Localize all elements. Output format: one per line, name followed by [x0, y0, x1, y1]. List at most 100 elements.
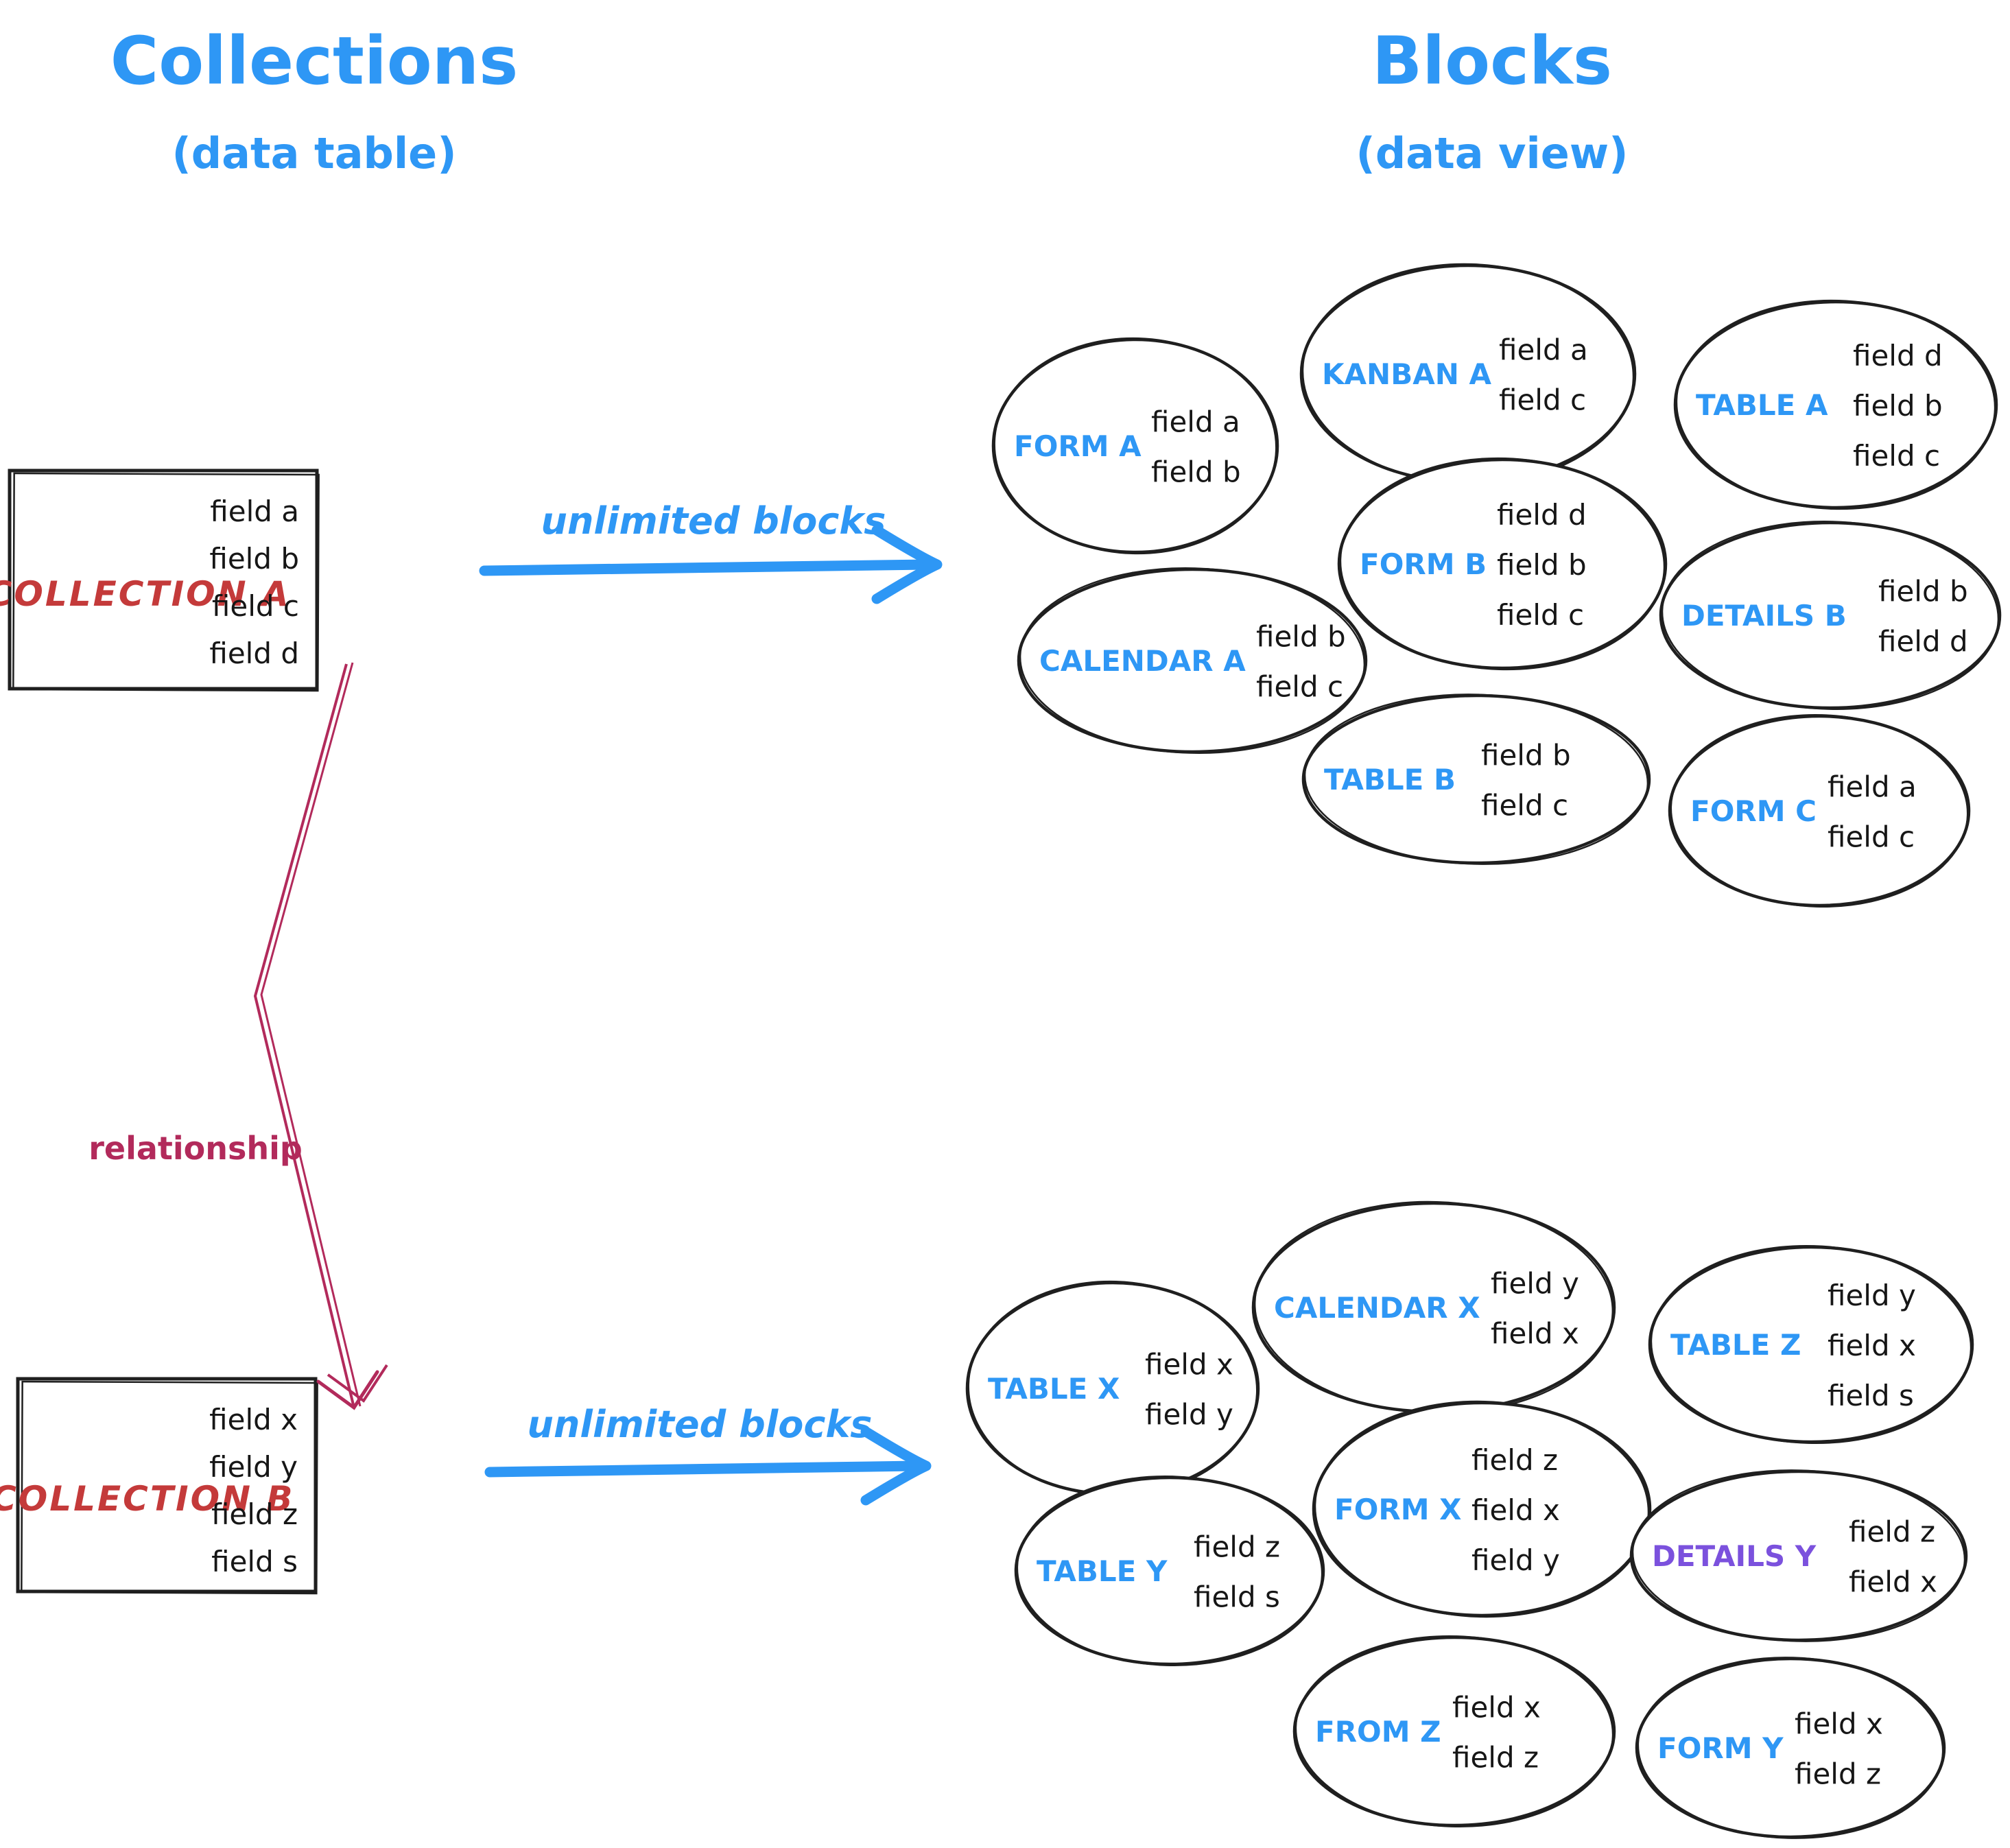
block-ellipse-sketch-stroke [1303, 694, 1649, 865]
block-field: field s [1828, 1379, 1914, 1412]
collection-box-sketch-stroke [12, 472, 320, 692]
block-field: field a [1151, 405, 1240, 439]
arrow-label: unlimited blocks [528, 1403, 873, 1446]
block-ellipse [1629, 1469, 1968, 1642]
block-ellipse [1292, 1635, 1616, 1827]
blocks-title: Blocks [1372, 23, 1612, 99]
block-field: field c [1481, 789, 1568, 822]
block-field: field x [1452, 1691, 1541, 1725]
block-ellipse-group: CALENDAR X field y field x [1251, 1200, 1616, 1414]
relationship-arrow: relationship [88, 662, 388, 1410]
block-ellipse-sketch-stroke [1637, 1657, 1944, 1839]
block-field: field b [1151, 455, 1241, 489]
block-label: TABLE B [1324, 763, 1456, 796]
block-field: field x [1471, 1493, 1560, 1527]
block-ellipse [1648, 1245, 1974, 1444]
block-label: TABLE Y [1037, 1554, 1168, 1588]
block-field: field c [1256, 670, 1343, 704]
block-label: DETAILS B [1681, 599, 1847, 632]
relationship-arrow-head [316, 1370, 379, 1410]
block-ellipse-group: FORM A field a field b [991, 337, 1279, 555]
block-field: field z [1194, 1530, 1280, 1564]
block-field: field x [1849, 1565, 1937, 1599]
block-label: FORM X [1334, 1493, 1462, 1526]
block-label: FORM A [1014, 429, 1142, 463]
arrow-label: unlimited blocks [541, 499, 886, 543]
collection-box-sketch-stroke [21, 1380, 318, 1595]
unlimited-blocks-arrow: unlimited blocks [484, 1403, 932, 1506]
relationship-arrow-head-sketch [327, 1364, 388, 1403]
block-field: field b [1481, 739, 1571, 772]
block-label: CALENDAR A [1039, 644, 1246, 678]
block-field: field z [1452, 1741, 1539, 1775]
unlimited-blocks-arrow: unlimited blocks [479, 499, 943, 604]
block-ellipse [1635, 1657, 1946, 1839]
block-field: field b [1256, 620, 1346, 654]
arrow-shaft [479, 559, 933, 576]
block-ellipse-sketch-stroke [1339, 457, 1666, 671]
block-field: field y [1471, 1543, 1560, 1577]
block-field: field y [1828, 1279, 1916, 1312]
block-field: field c [1499, 383, 1586, 417]
block-label: KANBAN A [1322, 357, 1491, 391]
block-ellipse-group: FORM Y field x field z [1635, 1657, 1946, 1839]
block-field: field b [1878, 575, 1968, 608]
blocks-subtitle: (data view) [1356, 128, 1629, 178]
collection-field: field s [211, 1545, 298, 1578]
block-field: field x [1491, 1317, 1579, 1351]
block-field: field y [1491, 1267, 1579, 1301]
block-ellipse-group: TABLE B field b field c [1301, 694, 1651, 865]
collections-title: Collections [110, 23, 518, 99]
block-ellipse-sketch-stroke [1631, 1469, 1966, 1642]
block-label: CALENDAR X [1274, 1291, 1480, 1325]
block-field: field x [1145, 1348, 1233, 1382]
block-ellipse-sketch-stroke [1294, 1635, 1614, 1828]
block-field: field z [1795, 1757, 1881, 1791]
block-ellipse-sketch-stroke [1019, 567, 1366, 754]
block-field: field c [1828, 820, 1915, 854]
collection-label: COLLECTION B [0, 1479, 294, 1519]
relationship-arrow-layer: relationship [88, 662, 388, 1410]
collection-field: field d [209, 637, 299, 670]
unlimited-blocks-arrows: unlimited blocks unlimited blocks [479, 499, 943, 1506]
block-field: field b [1497, 548, 1587, 582]
collection-field: field y [209, 1450, 298, 1484]
block-ellipse-group: CALENDAR A field b field c [1017, 567, 1368, 754]
column-titles: Collections (data table) Blocks (data vi… [110, 23, 1629, 178]
collection-field: field b [209, 542, 299, 576]
block-field: field c [1853, 439, 1940, 473]
block-field: field x [1795, 1707, 1883, 1741]
block-label: DETAILS Y [1652, 1539, 1817, 1573]
block-field: field x [1828, 1329, 1916, 1362]
relationship-label: relationship [88, 1130, 303, 1167]
block-ellipse [1337, 458, 1668, 670]
block-label: FROM Z [1315, 1715, 1441, 1749]
block-ellipse [1301, 694, 1651, 865]
collection-box [16, 1377, 318, 1594]
collection-label: COLLECTION A [0, 574, 291, 614]
block-ellipse-group: TABLE Y field z field s [1014, 1476, 1325, 1666]
block-field: field c [1497, 598, 1584, 632]
block-field: field b [1853, 389, 1943, 423]
block-label: FORM B [1360, 547, 1487, 581]
block-field: field a [1499, 333, 1588, 367]
block-label: FORM Y [1657, 1731, 1784, 1765]
block-ellipse [991, 337, 1279, 554]
collection-box [8, 469, 319, 691]
block-ellipse [1668, 714, 1971, 908]
relationship-line-sketch [260, 662, 362, 1407]
block-ellipse-group: FROM Z field x field z [1292, 1635, 1616, 1828]
block-field: field z [1471, 1443, 1558, 1477]
block-ellipse [1312, 1401, 1652, 1618]
block-field: field s [1194, 1580, 1280, 1614]
block-label: TABLE A [1696, 388, 1828, 422]
